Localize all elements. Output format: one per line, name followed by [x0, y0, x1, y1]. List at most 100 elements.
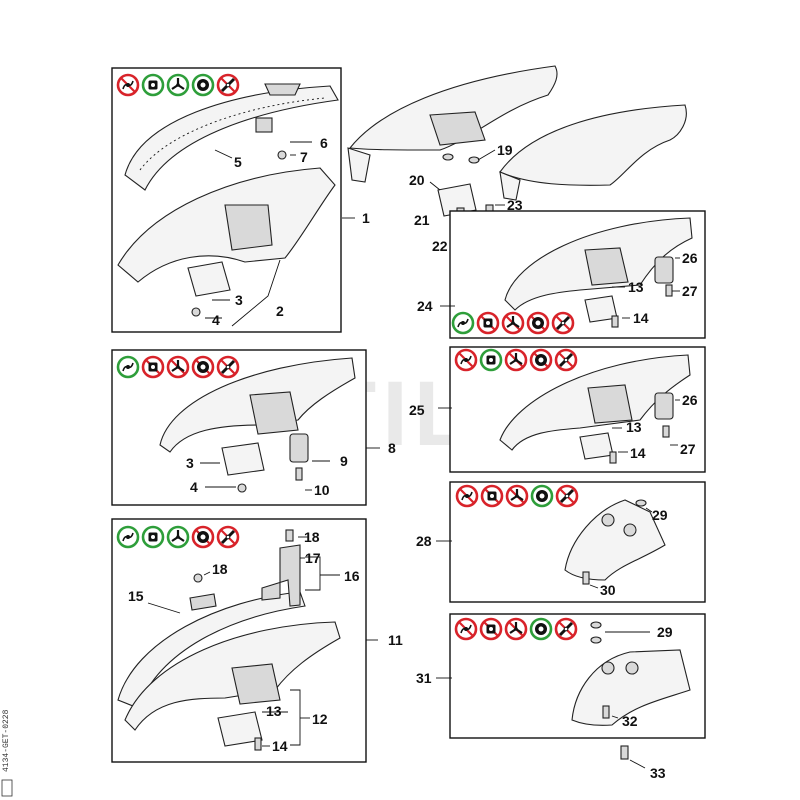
screw-14-p11: [254, 737, 262, 751]
callout-19: 19: [497, 142, 513, 158]
plate-3-p8: [221, 442, 265, 476]
guard-extension-15-clip: [189, 593, 217, 611]
guard-extension: [124, 85, 339, 191]
callout-6: 6: [320, 135, 328, 151]
washer-29-p28: [635, 499, 647, 507]
usage-icons-panel-1: [116, 73, 240, 97]
plate-13-p11: [217, 711, 263, 747]
callout-33: 33: [650, 765, 666, 781]
bracket-28-bolt-a: [601, 513, 615, 527]
plate-3-p1: [187, 261, 231, 297]
screw-4-p8: [237, 483, 247, 493]
screw-33: [620, 745, 629, 760]
callout-10: 10: [314, 482, 330, 498]
guard-extension-hook: [264, 83, 301, 96]
screw-14-p25: [609, 451, 617, 464]
callout-8: 8: [388, 440, 396, 456]
screw-32: [602, 705, 610, 719]
screw-4-p1: [191, 307, 201, 317]
large-guard-skirt: [347, 147, 371, 183]
callout-2: 2: [276, 303, 284, 319]
callout-29-p31: 29: [657, 624, 673, 640]
screw-18a: [285, 529, 294, 542]
callout-4-p8: 4: [190, 479, 198, 495]
callout-29-p28: 29: [652, 507, 668, 523]
callout-17: 17: [305, 550, 321, 566]
usage-icons-panel-8: [116, 355, 240, 379]
callout-20: 20: [409, 172, 425, 188]
callout-13-p24: 13: [628, 279, 644, 295]
usage-icons-panel-11: [116, 525, 240, 549]
drawing-code: 4134-GET-0228: [2, 709, 11, 772]
washer-19b: [468, 156, 480, 164]
callout-13-p25: 13: [626, 419, 642, 435]
callout-14-p25: 14: [630, 445, 646, 461]
deflector-25-mount: [587, 384, 633, 424]
guard-extension-15: [117, 591, 306, 709]
callout-24: 24: [417, 298, 433, 314]
screw-27-p25: [662, 425, 670, 438]
callout-3-p8: 3: [186, 455, 194, 471]
callout-25: 25: [409, 402, 425, 418]
callout-18a: 18: [304, 529, 320, 545]
screw-10: [295, 467, 303, 481]
callout-9: 9: [340, 453, 348, 469]
drawing-code-box: [1, 779, 13, 797]
spacer-9: [289, 433, 309, 463]
callout-21: 21: [414, 212, 430, 228]
callout-23: 23: [507, 197, 523, 213]
plate-20: [437, 183, 477, 217]
washer-29b-p31: [590, 636, 602, 644]
spacer-26-p25: [654, 392, 674, 420]
small-guard: [499, 104, 687, 186]
small-guard-skirt: [499, 171, 521, 201]
callout-4-p1: 4: [212, 312, 220, 328]
callout-16: 16: [344, 568, 360, 584]
bracket-31-bolt-a: [601, 661, 615, 675]
callout-31: 31: [416, 670, 432, 686]
callout-14-p11: 14: [272, 738, 288, 754]
deflector-11-mount: [231, 663, 281, 705]
large-guard: [348, 65, 558, 151]
usage-icons-panel-25: [454, 348, 578, 372]
callout-30: 30: [600, 582, 616, 598]
callout-18b: 18: [212, 561, 228, 577]
large-guard-mount: [429, 111, 486, 146]
callout-14-p24: 14: [633, 310, 649, 326]
callout-22: 22: [432, 238, 448, 254]
spacer-block: [255, 117, 273, 133]
deflector-24-mount: [584, 247, 629, 286]
callout-1: 1: [362, 210, 370, 226]
washer-29a-p31: [590, 621, 602, 629]
callout-28: 28: [416, 533, 432, 549]
screw-7: [277, 150, 287, 160]
screw-27-p24: [665, 284, 673, 297]
callout-32: 32: [622, 713, 638, 729]
deflector-11: [124, 621, 341, 731]
bracket-17: [261, 544, 301, 607]
callout-15: 15: [128, 588, 144, 604]
screw-18b: [193, 573, 203, 583]
callout-26-p25: 26: [682, 392, 698, 408]
bracket-28-bolt-b: [623, 523, 637, 537]
callout-27-p24: 27: [682, 283, 698, 299]
callout-3-p1: 3: [235, 292, 243, 308]
callout-7: 7: [300, 149, 308, 165]
screw-14-p24: [611, 315, 619, 328]
callout-11: 11: [388, 632, 403, 648]
callout-27-p25: 27: [680, 441, 696, 457]
usage-icons-panel-31: [454, 617, 578, 641]
washer-19a: [442, 153, 454, 161]
bracket-31-bolt-b: [625, 661, 639, 675]
callout-5: 5: [234, 154, 242, 170]
spacer-26-p24: [654, 256, 674, 284]
deflector-housing: [117, 167, 336, 283]
screw-30: [582, 571, 590, 585]
plate-13-p25: [579, 432, 614, 460]
deflector-8-mount: [249, 391, 299, 435]
callout-13-p11: 13: [266, 703, 282, 719]
callout-26-p24: 26: [682, 250, 698, 266]
callout-12: 12: [312, 711, 328, 727]
bracket-31: [571, 649, 691, 726]
